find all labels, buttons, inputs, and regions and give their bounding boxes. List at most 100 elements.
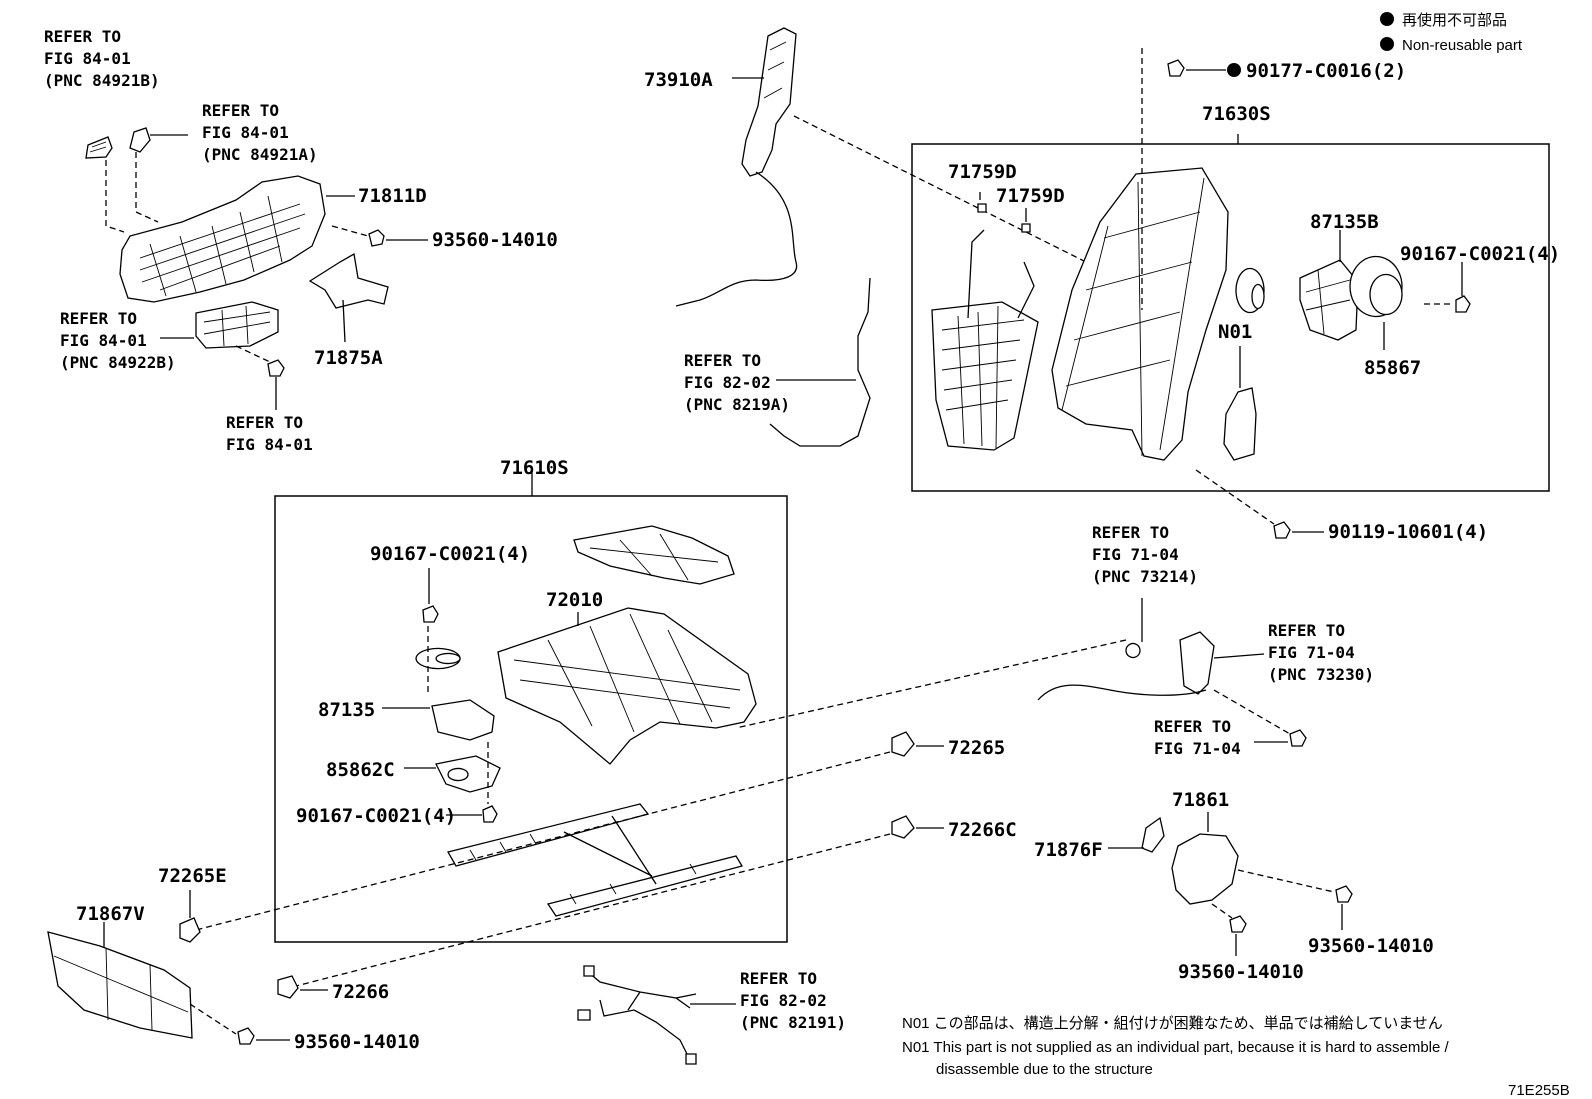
label-71759d: 71759D [948, 161, 1017, 183]
cushion-frame-group-box [274, 495, 788, 943]
label-90167-c0021: 90167-C0021(4) [296, 805, 456, 827]
label-93560-14010: 93560-14010 [1178, 961, 1304, 983]
clip-71759d-drawing [977, 203, 987, 213]
screw-drawing [1455, 295, 1471, 313]
footnotes: N01 この部品は、構造上分解・組付けが困難なため、単品では補給していません N… [902, 1015, 1450, 1078]
svg-text:REFER TO: REFER TO [44, 27, 121, 46]
note-n01-en-line1: N01 This part is not supplied as an indi… [902, 1039, 1450, 1056]
seat-harness-group [577, 965, 736, 1065]
refer-to-73214: REFER TO FIG 71-04 (PNC 73214) [1092, 523, 1198, 586]
note-n01-en-line2: disassemble due to the structure [936, 1061, 1153, 1078]
svg-text:FIG 84-01: FIG 84-01 [226, 435, 313, 454]
label-90167-c0021: 90167-C0021(4) [370, 543, 530, 565]
svg-text:(PNC 73214): (PNC 73214) [1092, 567, 1198, 586]
note-n01-jp: N01 この部品は、構造上分解・組付けが困難なため、単品では補給していません [902, 1015, 1443, 1032]
belt-harness-group [735, 598, 1307, 747]
label-71875a: 71875A [314, 347, 383, 369]
svg-text:REFER TO: REFER TO [1154, 717, 1231, 736]
label-93560-14010: 93560-14010 [1308, 935, 1434, 957]
clip-72266-drawing [277, 975, 299, 999]
svg-text:FIG 71-04: FIG 71-04 [1268, 643, 1355, 662]
clip-72265-drawing [891, 731, 915, 757]
label-87135: 87135 [318, 699, 375, 721]
label-90119-10601: 90119-10601(4) [1328, 521, 1488, 543]
refer-to-82191: REFER TO FIG 82-02 (PNC 82191) [740, 969, 846, 1032]
screw-drawing [237, 1027, 255, 1045]
label-85867: 85867 [1364, 357, 1421, 379]
screw-drawing [368, 229, 385, 247]
svg-text:REFER TO: REFER TO [1268, 621, 1345, 640]
cushion-frame-72010-drawing [497, 607, 757, 765]
svg-text:(PNC 84922B): (PNC 84922B) [60, 353, 176, 372]
clip-71759d-drawing [1021, 223, 1031, 233]
label-85862c: 85862C [326, 759, 395, 781]
trim-71867v-drawing [47, 931, 193, 1039]
label-71610s: 71610S [500, 457, 569, 479]
label-71630s: 71630S [1202, 103, 1271, 125]
legend-jp: 再使用不可部品 [1402, 12, 1507, 29]
cover-71861-drawing [1171, 833, 1239, 905]
screw-drawing [1335, 885, 1353, 903]
screw-drawing [1229, 915, 1247, 933]
label-90167-c0021: 90167-C0021(4) [1400, 243, 1560, 265]
refer-to-84921a: REFER TO FIG 84-01 (PNC 84921A) [202, 101, 318, 164]
legend: 再使用不可部品 Non-reusable part [1380, 12, 1523, 54]
part-n01-drawing [1223, 387, 1257, 461]
switch-84922b-drawing [195, 301, 279, 349]
screw-drawing [1167, 59, 1185, 77]
recliner-87135-drawing [431, 699, 495, 741]
label-71759d: 71759D [996, 185, 1065, 207]
seatback-pad-group [675, 27, 1135, 447]
seat-side-cover-group [85, 127, 428, 410]
rail-drawing [546, 855, 744, 917]
svg-text:(PNC 84921A): (PNC 84921A) [202, 145, 318, 164]
refer-to-84-01: REFER TO FIG 84-01 [226, 413, 313, 454]
rail-drawing [447, 803, 650, 867]
knob-84921a-drawing [129, 127, 151, 153]
bracket-71876f-drawing [1141, 816, 1165, 853]
figure-code: 71E255B [1508, 1082, 1570, 1099]
seatback-frame-group-box [911, 143, 1550, 492]
screw-drawing [267, 359, 285, 377]
side-cover-71811d-drawing [119, 175, 326, 303]
cushion-frame-group [382, 470, 757, 917]
side-shield-group [1108, 812, 1353, 956]
non-reusable-dot-icon [1380, 37, 1394, 51]
recliner-87135b-drawing [1299, 259, 1359, 341]
pad-wire-drawing [675, 171, 798, 307]
svg-text:FIG 84-01: FIG 84-01 [44, 49, 131, 68]
refer-to-84922b: REFER TO FIG 84-01 (PNC 84922B) [60, 309, 176, 372]
label-93560-14010: 93560-14010 [432, 229, 558, 251]
label-87135b: 87135B [1310, 211, 1379, 233]
svg-text:REFER TO: REFER TO [684, 351, 761, 370]
lower-trim-group [47, 890, 328, 1045]
lumbar-wire-drawing [967, 229, 1035, 319]
label-72266: 72266 [332, 981, 389, 1003]
buckle-wire-drawing [1037, 684, 1207, 701]
non-reusable-dot-icon [1227, 63, 1241, 77]
svg-text:FIG 84-01: FIG 84-01 [202, 123, 289, 142]
label-93560-14010: 93560-14010 [294, 1031, 420, 1053]
refer-to-8219a: REFER TO FIG 82-02 (PNC 8219A) [684, 351, 790, 414]
svg-text:FIG 71-04: FIG 71-04 [1154, 739, 1241, 758]
screw-drawing [1289, 729, 1307, 747]
knob-84921b-drawing [85, 136, 113, 159]
label-72010: 72010 [546, 589, 603, 611]
clip-72266c-drawing [891, 815, 915, 839]
label-n01: N01 [1218, 321, 1252, 343]
cover-bracket-71875a-drawing [308, 252, 389, 309]
svg-text:REFER TO: REFER TO [226, 413, 303, 432]
svg-text:(PNC 84921B): (PNC 84921B) [44, 71, 160, 90]
harness-8219a-drawing [769, 277, 871, 447]
legend-en: Non-reusable part [1402, 37, 1523, 54]
label-71867v: 71867V [76, 903, 145, 925]
svg-text:FIG 71-04: FIG 71-04 [1092, 545, 1179, 564]
refer-to-84921b: REFER TO FIG 84-01 (PNC 84921B) [44, 27, 160, 90]
harness-82191-drawing [587, 971, 697, 1061]
svg-text:REFER TO: REFER TO [1092, 523, 1169, 542]
non-reusable-dot-icon [1380, 12, 1394, 26]
refer-to-71-04: REFER TO FIG 71-04 [1154, 717, 1241, 758]
seatback-frame-group [931, 48, 1471, 539]
